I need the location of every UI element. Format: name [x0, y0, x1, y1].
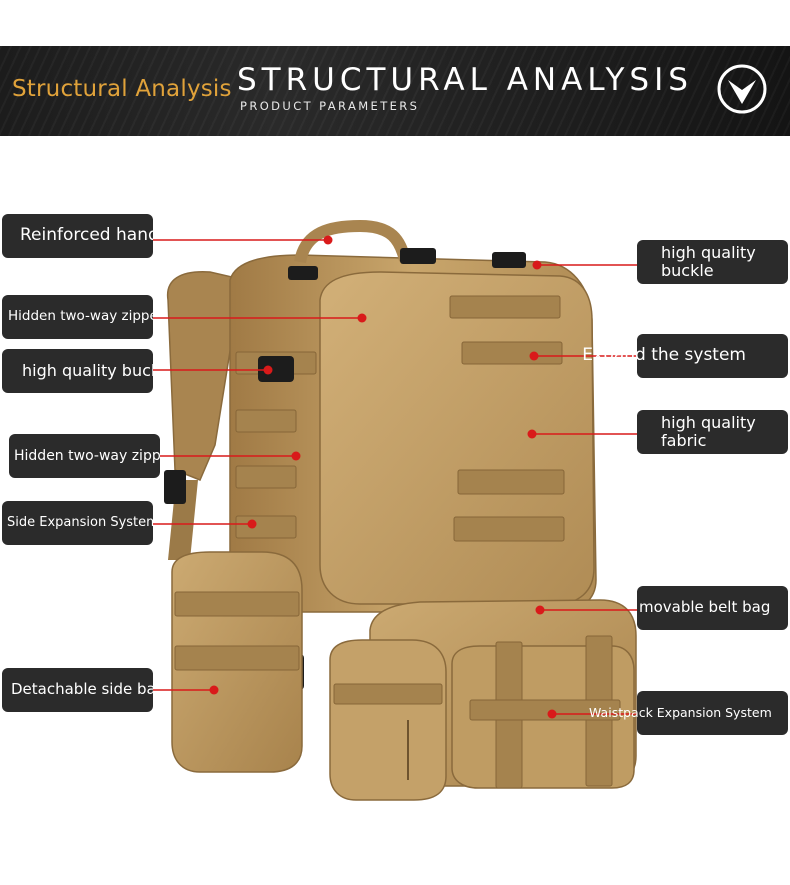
callout-hidden-zipper-side: Hidden two-way zipper	[9, 434, 160, 478]
callout-lines	[153, 239, 637, 715]
callout-quality-fabric: high quality fabric	[637, 410, 788, 454]
callout-reinforced-handle: Reinforced hand	[2, 214, 153, 258]
callout-expand-system: Expand the system	[582, 334, 788, 378]
callout-dots	[209, 235, 557, 719]
backpack	[164, 219, 637, 801]
callout-side-expansion: Side Expansion System	[2, 501, 153, 545]
header-banner: Structural Analysis STRUCTURAL ANALYSIS …	[0, 46, 790, 136]
callout-waistpack-expansion: Waistpack Expansion System	[589, 691, 788, 735]
callout-hidden-zipper-top: Hidden two-way zipper	[2, 295, 153, 339]
callout-movable-belt-bag: movable belt bag	[637, 586, 788, 630]
banner-main-title: STRUCTURAL ANALYSIS	[237, 62, 693, 98]
callout-quality-buckle-right: high quality buckle	[637, 240, 788, 284]
banner-left-title: Structural Analysis	[12, 76, 232, 102]
banner-subtitle: PRODUCT PARAMETERS	[240, 99, 420, 113]
callout-quality-buckle-left: high quality buckle	[2, 349, 153, 393]
chevron-down-circle-icon	[717, 64, 767, 114]
callout-detachable-side-bag: Detachable side bag	[2, 668, 153, 712]
